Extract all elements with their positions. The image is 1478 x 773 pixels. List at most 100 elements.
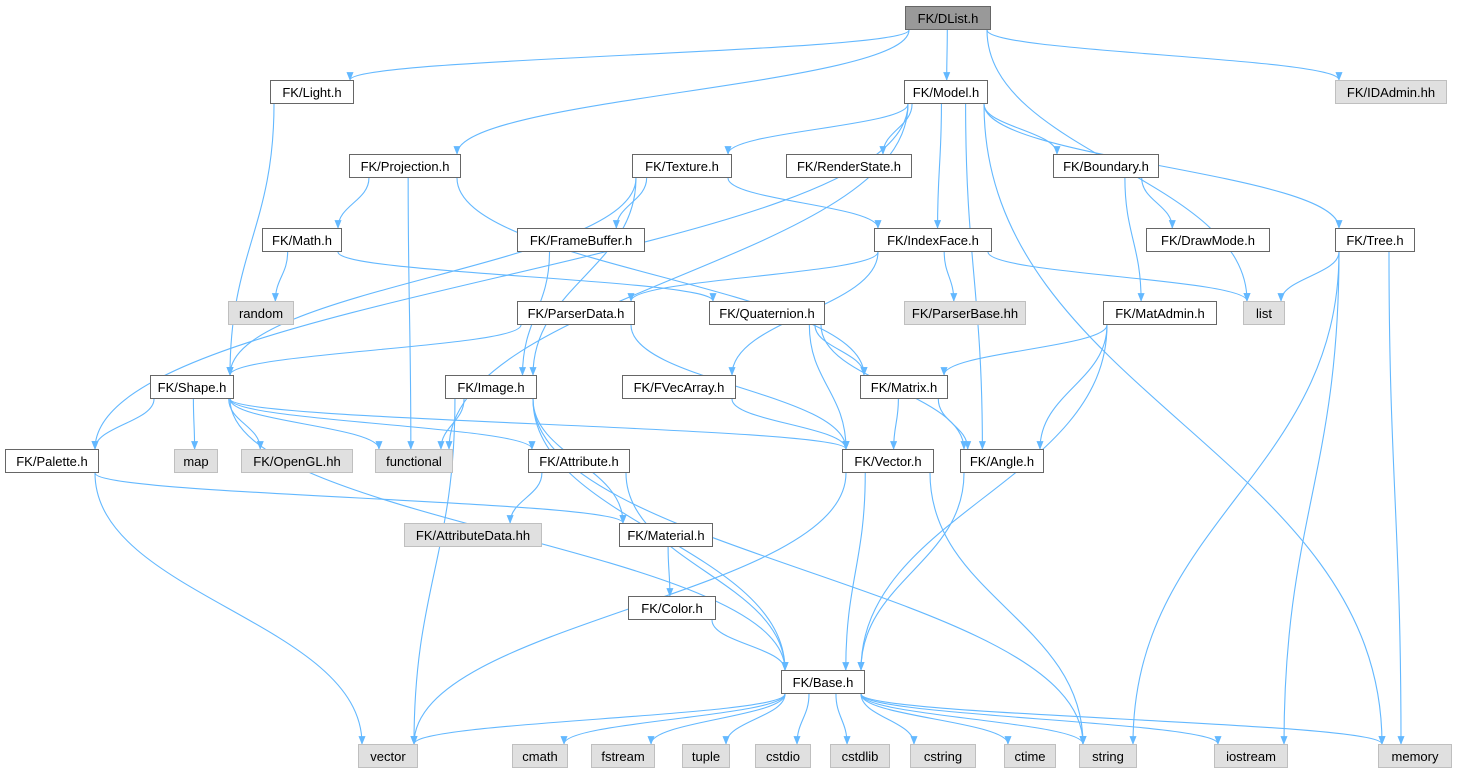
edge-base-to-vector [410,693,786,745]
edge-parserdata-to-vector-h [630,324,850,450]
edge-base-to-memory [860,693,1386,745]
node-iostream: iostream [1214,744,1288,768]
edge-texture-to-image [529,177,637,376]
edge-model-to-tree [983,103,1343,229]
edge-base-to-iostream [860,693,1222,745]
edge-palette-to-material [94,472,627,524]
node-cmath: cmath [512,744,568,768]
node-texture[interactable]: FK/Texture.h [632,154,732,178]
edge-math-to-quaternion [337,251,717,302]
node-opengl: FK/OpenGL.hh [241,449,353,473]
edge-matrix-to-angle [937,398,972,450]
edge-shape-to-palette [91,398,155,450]
node-material[interactable]: FK/Material.h [619,523,713,547]
edge-model-to-texture [724,103,909,155]
node-angle[interactable]: FK/Angle.h [960,449,1044,473]
edge-indexface-to-parserdata [627,251,879,302]
node-tuple: tuple [682,744,730,768]
node-cstring: cstring [910,744,976,768]
node-attributedata: FK/AttributeData.hh [404,523,542,547]
edge-dlist-to-model [943,29,951,81]
edge-palette-to-vector [94,472,366,745]
edge-base-to-cstdio [793,693,810,745]
edge-model-to-indexface [934,103,942,229]
edge-material-to-color [666,546,674,597]
edge-base-to-fstream [647,693,786,745]
node-map: map [174,449,218,473]
node-string: string [1079,744,1137,768]
node-light[interactable]: FK/Light.h [270,80,354,104]
edge-vector-h-to-string [929,472,1087,745]
node-indexface[interactable]: FK/IndexFace.h [874,228,992,252]
node-parserbase: FK/ParserBase.hh [904,301,1026,325]
edge-tree-to-memory [1388,251,1405,745]
node-functional: functional [375,449,453,473]
node-palette[interactable]: FK/Palette.h [5,449,99,473]
node-model[interactable]: FK/Model.h [904,80,988,104]
node-tree[interactable]: FK/Tree.h [1335,228,1415,252]
node-base[interactable]: FK/Base.h [781,670,865,694]
edge-light-to-shape [226,103,275,376]
edge-quaternion-to-matrix [814,324,868,376]
edge-matadmin-to-angle [1036,324,1108,450]
edge-indexface-to-list [987,251,1251,302]
edge-base-to-string [860,693,1087,745]
node-vector: vector [358,744,418,768]
edge-color-to-base [711,619,789,671]
node-matadmin[interactable]: FK/MatAdmin.h [1103,301,1217,325]
node-framebuffer[interactable]: FK/FrameBuffer.h [517,228,645,252]
node-matrix[interactable]: FK/Matrix.h [860,375,948,399]
edge-base-to-tuple [722,693,786,745]
edge-fvecarray-to-vector-h [731,398,850,450]
node-projection[interactable]: FK/Projection.h [349,154,461,178]
edge-projection-to-math [334,177,370,229]
node-cstdlib: cstdlib [830,744,890,768]
edge-base-to-cmath [560,693,786,745]
edge-model-to-boundary [983,103,1061,155]
node-list: list [1243,301,1285,325]
node-attribute[interactable]: FK/Attribute.h [528,449,630,473]
edge-texture-to-indexface [727,177,882,229]
edge-matadmin-to-matrix [940,324,1108,376]
edge-model-to-memory [983,103,1386,745]
edge-matrix-to-vector-h [890,398,899,450]
edge-base-to-cstring [860,693,918,745]
edge-attribute-to-base [625,472,789,671]
node-vector-h[interactable]: FK/Vector.h [842,449,934,473]
node-random: random [228,301,294,325]
node-ctime: ctime [1004,744,1056,768]
node-renderstate[interactable]: FK/RenderState.h [786,154,912,178]
node-dlist: FK/DList.h [905,6,991,30]
edge-shape-to-attribute [229,398,536,450]
edge-vector-h-to-base [842,472,866,671]
edge-image-to-functional [437,398,465,450]
node-color[interactable]: FK/Color.h [628,596,716,620]
node-memory: memory [1378,744,1452,768]
edge-shape-to-functional [229,398,383,450]
node-parserdata[interactable]: FK/ParserData.h [517,301,635,325]
edge-projection-to-functional [407,177,415,450]
edge-dlist-to-idadmin [986,29,1343,81]
node-idadmin: FK/IDAdmin.hh [1335,80,1447,104]
node-boundary[interactable]: FK/Boundary.h [1053,154,1159,178]
edge-shape-to-opengl [228,398,264,450]
node-drawmode[interactable]: FK/DrawMode.h [1146,228,1270,252]
edge-shape-to-map [191,398,199,450]
edge-tree-to-list [1277,251,1340,302]
edge-angle-to-base [857,472,965,671]
edge-texture-to-shape [226,177,637,376]
node-fvecarray[interactable]: FK/FVecArray.h [622,375,736,399]
edge-projection-to-matrix [456,177,868,376]
edge-dlist-to-projection [453,29,910,155]
edge-base-to-cstdlib [835,693,851,745]
node-image[interactable]: FK/Image.h [445,375,537,399]
edge-parserdata-to-shape [226,324,522,376]
edge-matadmin-to-base [857,324,1108,671]
node-shape[interactable]: FK/Shape.h [150,375,234,399]
edge-texture-to-framebuffer [612,177,648,229]
node-quaternion[interactable]: FK/Quaternion.h [709,301,825,325]
node-math[interactable]: FK/Math.h [262,228,342,252]
edge-attribute-to-attributedata [506,472,543,524]
